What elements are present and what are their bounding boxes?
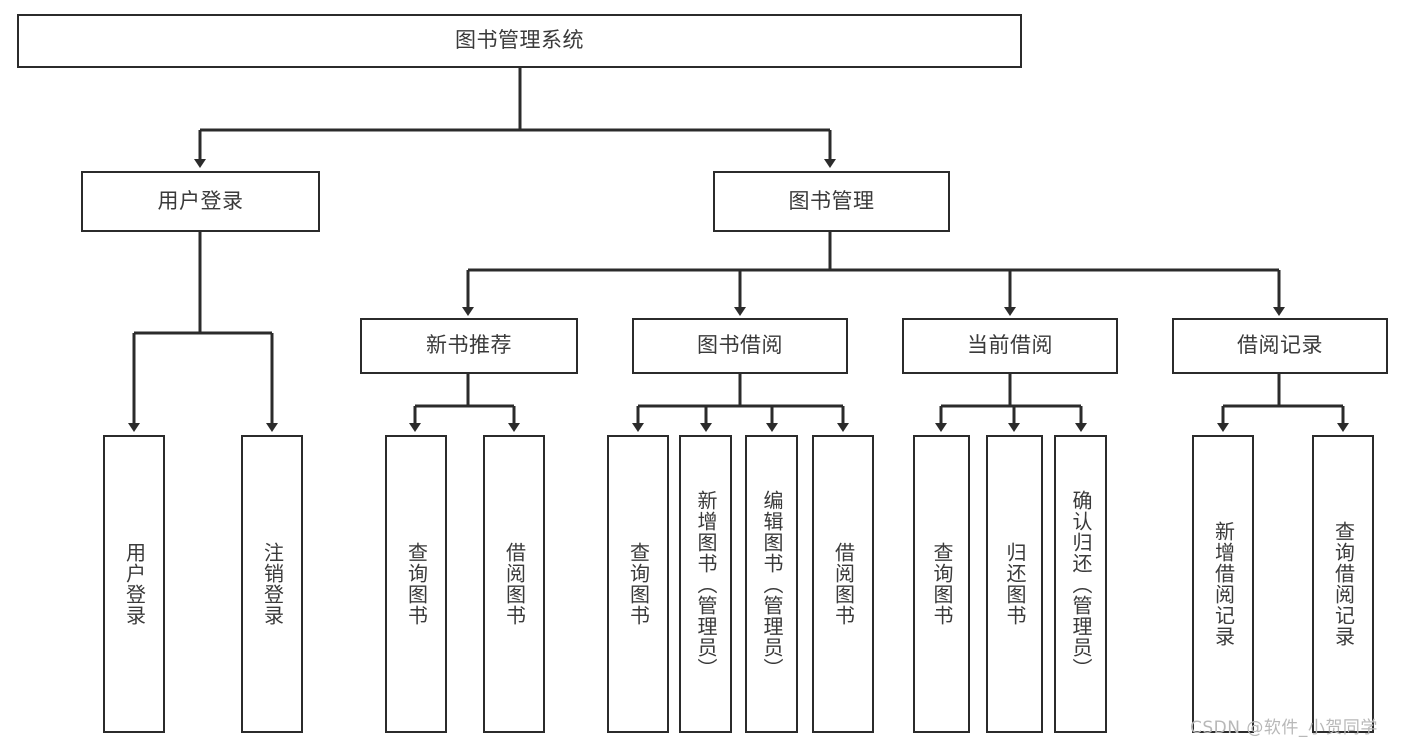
- node-current-borrow-label: 当前借阅: [967, 333, 1053, 358]
- leaf-add-book-admin-label: 新增图书（管理员）: [694, 489, 718, 679]
- leaf-query-book-bb[interactable]: 查询图书: [607, 435, 669, 733]
- leaf-logout[interactable]: 注销登录: [241, 435, 303, 733]
- leaf-add-borrow-record-label: 新增借阅记录: [1211, 521, 1236, 647]
- leaf-edit-book-admin-label: 编辑图书（管理员）: [760, 489, 784, 679]
- leaf-borrow-book-bb-label: 借阅图书: [831, 542, 856, 626]
- watermark-text: CSDN @软件_小贺同学: [1190, 718, 1378, 738]
- node-borrow-record[interactable]: 借阅记录: [1172, 318, 1388, 374]
- leaf-query-book-bb-label: 查询图书: [626, 542, 651, 626]
- leaf-return-book-label: 归还图书: [1003, 542, 1027, 626]
- leaf-add-borrow-record[interactable]: 新增借阅记录: [1192, 435, 1254, 733]
- node-new-book-recommend-label: 新书推荐: [426, 333, 512, 358]
- leaf-edit-book-admin[interactable]: 编辑图书（管理员）: [745, 435, 798, 733]
- node-current-borrow[interactable]: 当前借阅: [902, 318, 1118, 374]
- leaf-query-book-nbr-label: 查询图书: [404, 542, 429, 626]
- node-book-borrow[interactable]: 图书借阅: [632, 318, 848, 374]
- leaf-borrow-book-bb[interactable]: 借阅图书: [812, 435, 874, 733]
- leaf-borrow-book-nbr[interactable]: 借阅图书: [483, 435, 545, 733]
- leaf-confirm-return-admin[interactable]: 确认归还（管理员）: [1054, 435, 1107, 733]
- node-new-book-recommend[interactable]: 新书推荐: [360, 318, 578, 374]
- node-root[interactable]: 图书管理系统: [17, 14, 1022, 68]
- leaf-user-login-label: 用户登录: [122, 542, 147, 626]
- node-user-login[interactable]: 用户登录: [81, 171, 320, 232]
- leaf-confirm-return-admin-label: 确认归还（管理员）: [1069, 489, 1093, 679]
- node-book-management-label: 图书管理: [788, 188, 875, 213]
- node-user-login-label: 用户登录: [157, 188, 244, 213]
- leaf-query-borrow-record-label: 查询借阅记录: [1331, 521, 1356, 647]
- leaf-user-login[interactable]: 用户登录: [103, 435, 165, 733]
- node-book-management[interactable]: 图书管理: [713, 171, 950, 232]
- leaf-logout-label: 注销登录: [260, 542, 285, 626]
- node-root-label: 图书管理系统: [455, 28, 584, 53]
- leaf-borrow-book-nbr-label: 借阅图书: [502, 542, 527, 626]
- leaf-query-book-cb-label: 查询图书: [930, 542, 954, 626]
- node-book-borrow-label: 图书借阅: [697, 333, 783, 358]
- leaf-add-book-admin[interactable]: 新增图书（管理员）: [679, 435, 732, 733]
- leaf-query-book-cb[interactable]: 查询图书: [913, 435, 970, 733]
- leaf-query-borrow-record[interactable]: 查询借阅记录: [1312, 435, 1374, 733]
- node-borrow-record-label: 借阅记录: [1237, 333, 1323, 358]
- leaf-return-book[interactable]: 归还图书: [986, 435, 1043, 733]
- leaf-query-book-nbr[interactable]: 查询图书: [385, 435, 447, 733]
